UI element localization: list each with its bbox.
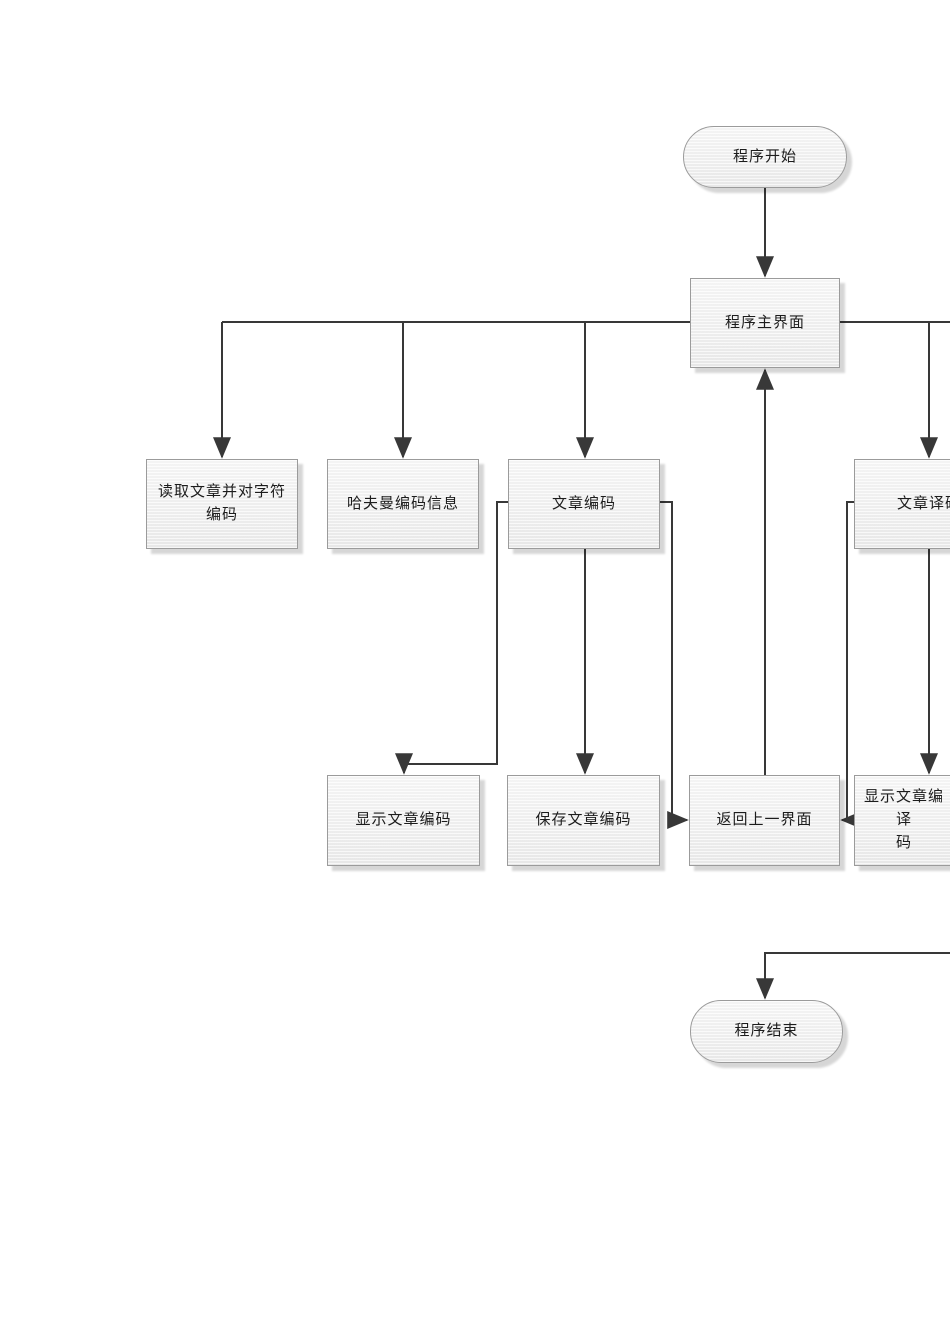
connector-offscreen-to-end [756, 952, 950, 1000]
connector-decode-to-back [840, 501, 862, 829]
node-article-encode: 文章编码 [508, 459, 660, 549]
node-program-start: 程序开始 [683, 126, 847, 188]
node-article-encode-label: 文章编码 [551, 495, 616, 512]
node-huffman-info-label: 哈夫曼编码信息 [346, 495, 459, 512]
node-program-start-label: 程序开始 [732, 148, 797, 165]
node-main-interface: 程序主界面 [690, 278, 840, 368]
node-article-decode-label: 文章译码 [896, 495, 950, 512]
node-read-article-label: 读取文章并对字符 编码 [157, 484, 286, 523]
node-back-previous-label: 返回上一界面 [716, 812, 813, 828]
node-huffman-info: 哈夫曼编码信息 [327, 459, 479, 549]
node-save-encoding: 保存文章编码 [507, 775, 660, 866]
node-show-decoding-label: 显示文章编译 码 [863, 789, 944, 851]
node-program-end-label: 程序结束 [734, 1023, 799, 1039]
node-show-encoding-label: 显示文章编码 [355, 812, 452, 828]
node-save-encoding-label: 保存文章编码 [535, 812, 632, 828]
node-show-decoding: 显示文章编译 码 [854, 775, 950, 866]
connector-encode-to-back [660, 501, 689, 829]
node-program-end: 程序结束 [690, 1000, 843, 1063]
node-main-interface-label: 程序主界面 [724, 314, 805, 331]
node-article-decode: 文章译码 [854, 459, 950, 549]
node-read-article: 读取文章并对字符 编码 [146, 459, 298, 549]
node-back-previous: 返回上一界面 [689, 775, 840, 866]
node-show-encoding: 显示文章编码 [327, 775, 480, 866]
